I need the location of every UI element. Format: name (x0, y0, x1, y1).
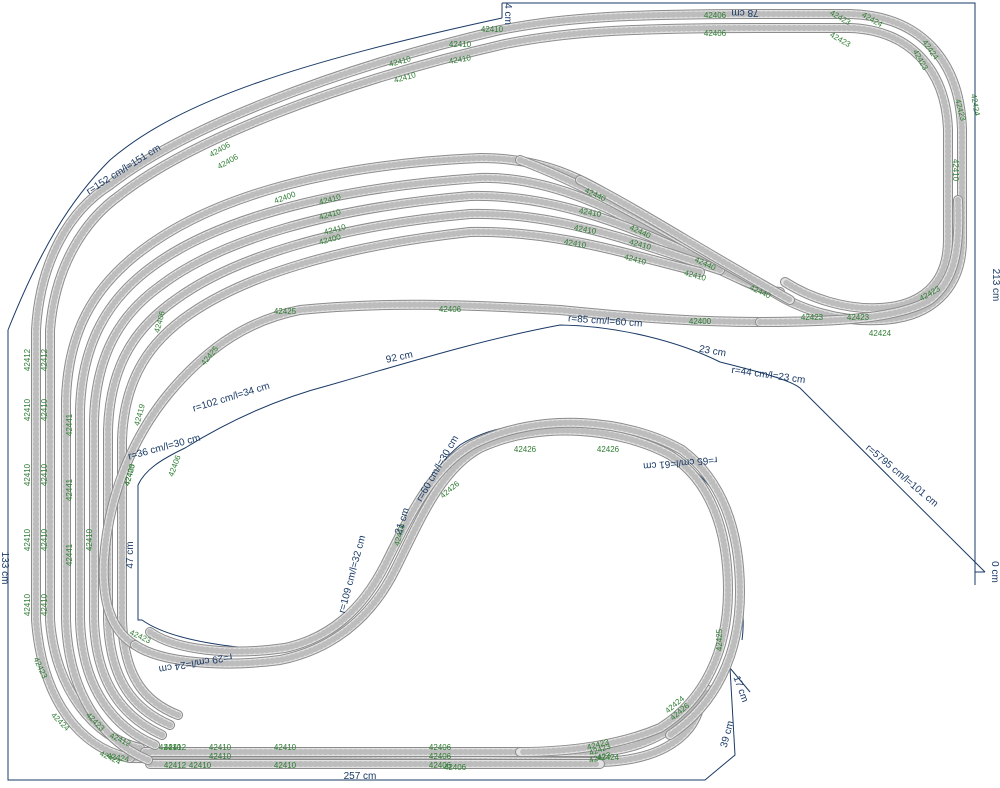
outline-perimeter (7, 2, 985, 781)
track-sleepers (757, 197, 962, 325)
track-piece-label: 42410 (23, 463, 32, 486)
dimension-label: r=85 cm/l=60 cm (568, 313, 643, 329)
dimension-label: r=44 cm/l=23 cm (731, 365, 806, 386)
track-piece-label: 42424 (106, 751, 130, 764)
track-segment (755, 195, 964, 327)
track-piece-label: 42410 (40, 593, 49, 616)
dimension-label: 92 cm (385, 349, 414, 365)
track-edge (89, 190, 725, 740)
track-piece-label: 42410 (85, 528, 94, 551)
track-piece-label: 42410 (209, 752, 232, 761)
track-piece-label: 42406 (167, 453, 183, 478)
dimension-label: 78 cm (731, 7, 758, 18)
track-piece-label: 42410 (159, 743, 182, 752)
track-piece-label: 42406 (429, 761, 452, 770)
track-piece-label: 42423 (828, 30, 852, 49)
track-piece-label: 42426 (597, 445, 620, 454)
track-piece-label: 42406 (704, 11, 727, 20)
track-piece-label: 42410 (189, 761, 212, 770)
track-piece-label: 42410 (23, 593, 32, 616)
track-piece-label: 42410 (40, 528, 49, 551)
track-sleepers (147, 419, 743, 738)
track-piece-label: 42423 (801, 313, 824, 322)
track-sleepers (33, 11, 965, 761)
dimension-label: 17 cm (731, 674, 751, 703)
track-segment (31, 9, 967, 763)
dimension-label: 0 cm (989, 561, 1000, 583)
track-layer (31, 9, 967, 769)
track-piece-label: 42423 (847, 313, 870, 322)
track-segment (89, 190, 725, 740)
dimension-label: r=5795 cm/l=101 cm (863, 443, 940, 510)
track-piece-label: 42424 (969, 93, 982, 117)
track-piece-label: 42425 (274, 307, 297, 316)
dimension-label: 23 cm (698, 344, 727, 360)
track-piece-label: 42410 (448, 53, 472, 66)
track-piece-label: 42412 (23, 348, 32, 371)
track-segment (98, 299, 765, 650)
track-piece-label: 42406 (439, 305, 462, 314)
dimension-label: 47 cm (125, 541, 136, 568)
dimension-outline (7, 2, 986, 781)
track-piece-label: 42410 (578, 206, 602, 219)
dimension-label: 213 cm (990, 269, 1000, 302)
track-piece-label: 42426 (514, 445, 537, 454)
track-piece-label: 42410 (481, 25, 504, 34)
track-piece-label: 42406 (444, 763, 467, 772)
track-piece-label: 42441 (65, 543, 74, 566)
track-piece-label: 42441 (65, 478, 74, 501)
track-piece-label: 42412 (40, 348, 49, 371)
track-sleepers (91, 192, 723, 738)
track-piece-label: 42410 (449, 40, 472, 49)
track-piece-label: 42412 (164, 743, 187, 752)
inner-dimension-lines (137, 324, 986, 650)
track-piece-label: 42441 (65, 413, 74, 436)
track-piece-label: 42424 (869, 329, 892, 338)
track-piece-label: 42406 (429, 743, 452, 752)
track-sleepers (105, 210, 723, 728)
track-segment (145, 417, 745, 740)
track-piece-label: 42410 (209, 743, 232, 752)
track-segment (45, 23, 953, 753)
track-piece-label: 42406 (429, 752, 452, 761)
track-piece-label: 42410 (274, 761, 297, 770)
track-piece-label: 42410 (274, 743, 297, 752)
track-sleepers (132, 427, 731, 755)
dimension-label: 4 cm (502, 3, 513, 25)
dimension-label: 257 cm (344, 771, 377, 782)
track-piece-label: 42424 (597, 753, 620, 762)
track-segment (575, 175, 795, 305)
track-piece-label: 42410 (23, 398, 32, 421)
track-fill (90, 191, 724, 739)
track-piece-label: 42410 (40, 463, 49, 486)
dimension-label: 133 cm (0, 552, 10, 585)
track-sleepers (47, 25, 951, 751)
track-piece-label: 42410 (40, 398, 49, 421)
track-piece-label: 42410 (563, 237, 587, 250)
track-piece-label: 42412 (164, 761, 187, 770)
track-piece-label: 42410 (23, 528, 32, 551)
track-sleepers (577, 177, 793, 303)
track-sleepers (100, 301, 763, 648)
track-piece-label: 42425 (715, 628, 724, 651)
track-piece-label: 42406 (704, 29, 727, 38)
track-piece-label: 42410 (951, 159, 960, 182)
track-segment (103, 208, 725, 730)
track-piece-label: 42400 (689, 317, 712, 326)
track-segment (130, 425, 733, 757)
track-piece-label: 42410 (573, 223, 597, 236)
